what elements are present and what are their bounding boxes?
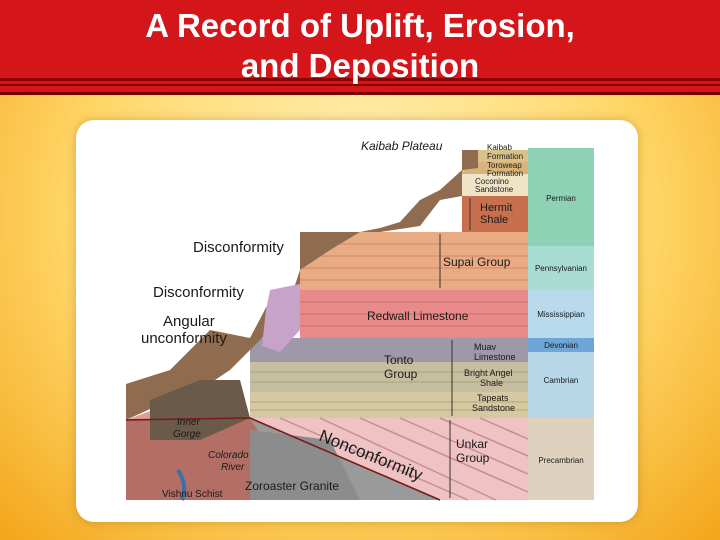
- zoroaster-granite-label: Zoroaster Granite: [245, 479, 339, 493]
- tapeats-label-2: Sandstone: [472, 403, 515, 413]
- title-bar-stripe: [0, 84, 720, 86]
- colorado-river-label-2: River: [221, 462, 245, 473]
- period-label-mississippian: Mississippian: [537, 310, 585, 319]
- toroweap-label: Toroweap: [487, 161, 522, 170]
- thickness-arrows: [439, 198, 471, 498]
- tonto-label: Tonto: [384, 353, 414, 367]
- period-label-cambrian: Cambrian: [544, 376, 579, 385]
- hermit-label: Hermit: [480, 202, 512, 214]
- canyon-cliff-face: [126, 150, 478, 420]
- period-label-devonian: Devonian: [544, 341, 578, 350]
- toroweap-label-2: Formation: [487, 169, 523, 178]
- muav-layer: [250, 338, 528, 362]
- redwall-bedding: [300, 301, 528, 327]
- tapeats-layer: [250, 392, 528, 418]
- kaibab-plateau-label: Kaibab Plateau: [361, 139, 443, 153]
- unkar-label-2: Group: [456, 451, 490, 465]
- title-bar-stripe: [0, 78, 720, 81]
- colorado-river: [176, 468, 187, 501]
- angular-unconformity-label-2: unconformity: [141, 330, 227, 347]
- period-precambrian-band: [528, 418, 594, 500]
- title-bar: [0, 0, 720, 95]
- period-label-permian: Permian: [546, 194, 576, 203]
- period-label-precambrian: Precambrian: [538, 456, 583, 465]
- toroweap-layer: [462, 162, 528, 174]
- period-devonian-band: [528, 338, 594, 352]
- period-permian-band: [528, 148, 594, 246]
- period-cambrian-band: [528, 352, 594, 418]
- hermit-layer: [462, 196, 528, 232]
- muav-cliff-exposure: [262, 284, 300, 352]
- unkar-bedding: [279, 417, 529, 501]
- period-mississippian-band: [528, 290, 594, 338]
- coconino-label-2: Sandstone: [475, 185, 514, 194]
- colorado-river-label: Colorado: [208, 450, 249, 461]
- disconformity-upper-label: Disconformity: [193, 239, 284, 256]
- kaibab-label-2: Formation: [487, 152, 523, 161]
- period-label-pennsylvanian: Pennsylvanian: [535, 264, 587, 273]
- bright-angel-label: Bright Angel: [464, 368, 513, 378]
- inner-gorge-label: Inner: [177, 417, 200, 428]
- supai-label: Supai Group: [443, 255, 511, 269]
- tonto-label-2: Group: [384, 367, 418, 381]
- angular-unconformity-label: Angular: [163, 313, 215, 330]
- coconino-layer: [462, 174, 528, 196]
- slide-title-line-1: A Record of Uplift, Erosion,: [145, 7, 575, 44]
- vishnu-schist-label: Vishnu Schist: [162, 489, 223, 500]
- bright-angel-label-2: Shale: [480, 378, 503, 388]
- coconino-label: Coconino: [475, 177, 509, 186]
- slide-title-line-2: and Deposition: [240, 47, 480, 84]
- unkar-group-layer: [250, 418, 528, 500]
- redwall-label: Redwall Limestone: [367, 309, 469, 323]
- period-pennsylvanian-band: [528, 246, 594, 290]
- disconformity-lower-label: Disconformity: [153, 284, 244, 301]
- granite-intrusion: [250, 430, 360, 500]
- kaibab-label: Kaibab: [487, 143, 512, 152]
- muav-label-2: Limestone: [474, 352, 516, 362]
- inner-gorge-wall: [150, 380, 250, 440]
- tonto-bedding: [250, 371, 528, 411]
- hermit-label-2: Shale: [480, 214, 508, 226]
- bright-angel-layer: [250, 362, 528, 392]
- inner-gorge-label-2: Gorge: [173, 429, 201, 440]
- unkar-label: Unkar: [456, 437, 488, 451]
- kaibab-layer: [462, 150, 528, 162]
- tapeats-label: Tapeats: [477, 393, 509, 403]
- nonconformity-surface: [125, 417, 441, 501]
- slide-title: A Record of Uplift, Erosion, and Deposit…: [0, 6, 720, 86]
- muav-label: Muav: [474, 342, 497, 352]
